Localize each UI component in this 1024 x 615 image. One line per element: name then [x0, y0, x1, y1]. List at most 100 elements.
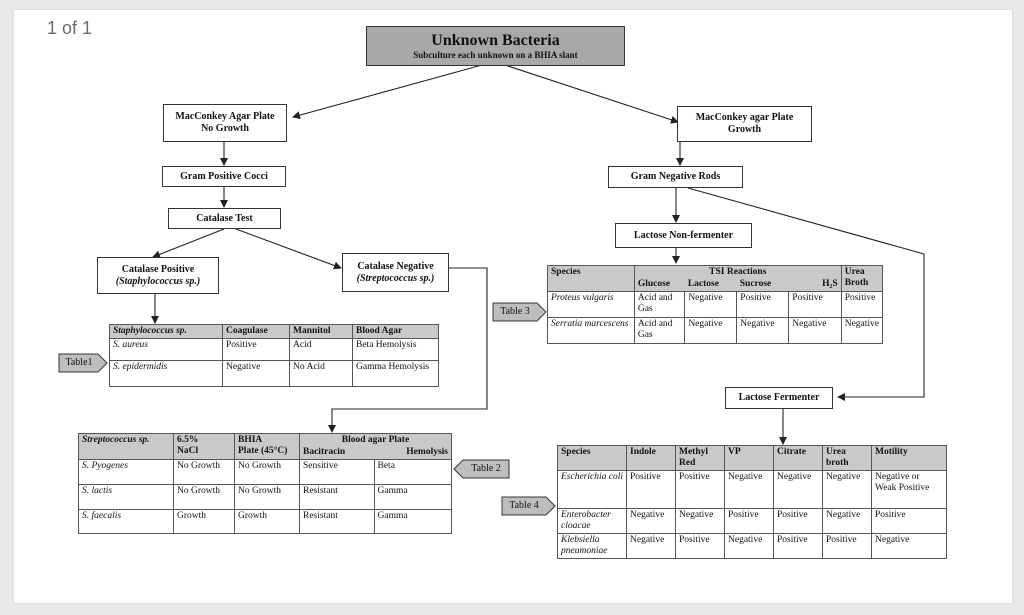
gram-positive-cocci-box: Gram Positive Cocci	[162, 166, 286, 187]
cell: Positive	[736, 291, 790, 318]
cell: Beta Hemolysis	[352, 338, 439, 361]
cell: Growth	[173, 509, 235, 534]
cell: No Growth	[173, 484, 235, 510]
gram-negative-rods-box: Gram Negative Rods	[608, 166, 743, 188]
cell: Negative	[684, 291, 738, 318]
cell: Growth	[234, 509, 300, 534]
header-cell: Motility	[871, 445, 947, 471]
table2-streptococcus: Streptococcus sp. 6.5% NaCl BHIA Plate (…	[78, 433, 452, 534]
header-cell: Citrate	[773, 445, 823, 471]
header-line: Broth	[844, 278, 869, 288]
macconkey-growth-box: MacConkey agar Plate Growth	[677, 106, 812, 142]
table-header-row: Species Indole Methyl Red VP Citrate Ure…	[557, 445, 947, 471]
table2-tag: Table 2	[471, 463, 501, 474]
cell: Positive	[840, 291, 884, 318]
catalase-positive-box: Catalase Positive (Staphylococcus sp.)	[97, 257, 219, 294]
header-cell: Lactose	[684, 278, 737, 292]
cell: No Growth	[234, 459, 300, 485]
cell: Positive	[788, 291, 842, 318]
table-row: S. lactis No Growth No Growth Resistant …	[78, 484, 452, 510]
box-line: No Growth	[201, 123, 249, 134]
cell: S. epidermidis	[109, 360, 223, 387]
lactose-nonfermenter-box: Lactose Non-fermenter	[615, 223, 752, 248]
table-row: S. epidermidis Negative No Acid Gamma He…	[109, 360, 439, 387]
table-row: Enterobacter cloacae Negative Negative P…	[557, 508, 947, 534]
cell: Negative or Weak Positive	[871, 470, 947, 509]
cell: Negative	[675, 508, 725, 534]
box-line: MacConkey Agar Plate	[175, 111, 275, 122]
table4-tag: Table 4	[509, 500, 539, 511]
header-cell: Hemolysis	[374, 446, 452, 460]
cell: Positive	[822, 533, 872, 559]
table-row: Proteus vulgaris Acid and Gas Negative P…	[547, 291, 884, 318]
cell: Gamma	[373, 509, 452, 534]
header-cell: 6.5% NaCl	[173, 433, 235, 460]
cell: Gamma Hemolysis	[352, 360, 439, 387]
cell: S. faecalis	[78, 509, 174, 534]
table3-tag: Table 3	[500, 306, 530, 317]
header-cell: Staphylococcus sp.	[109, 324, 223, 339]
table-row: S. aureus Positive Acid Beta Hemolysis	[109, 338, 439, 361]
table1-staphylococcus: Staphylococcus sp. Coagulase Mannitol Bl…	[109, 324, 439, 387]
cell: S. Pyogenes	[78, 459, 174, 485]
unknown-bacteria-box: Unknown Bacteria Subculture each unknown…	[366, 26, 625, 66]
header-cell: Methyl Red	[675, 445, 725, 471]
header-line: NaCl	[177, 446, 199, 456]
box-line: Catalase Positive	[121, 263, 195, 275]
table-row: Klebsiella pneumoniae Negative Positive …	[557, 533, 947, 559]
cell: Positive	[626, 470, 676, 509]
box-line: (Staphylococcus sp.)	[98, 276, 218, 288]
cell: Negative	[871, 533, 947, 559]
cell: Negative	[736, 317, 790, 344]
box-line: MacConkey agar Plate	[695, 112, 794, 123]
header-line: 6.5%	[177, 435, 199, 445]
header-cell: Indole	[626, 445, 676, 471]
header-cell: Bacitracin	[299, 446, 374, 460]
cell: No Growth	[173, 459, 235, 485]
cell: Acid and Gas	[633, 291, 686, 318]
cell: Negative	[822, 470, 872, 509]
table-header-row: Streptococcus sp. 6.5% NaCl BHIA Plate (…	[78, 433, 452, 460]
table-header-row: Staphylococcus sp. Coagulase Mannitol Bl…	[109, 324, 439, 339]
box-line: (Streptococcus sp.)	[343, 273, 448, 285]
cell: Positive	[222, 338, 290, 361]
header-cell: Mannitol	[289, 324, 353, 339]
table3-tsi: Species TSI Reactions Urea Broth Glucose…	[547, 265, 884, 344]
header-cell: H₂S	[788, 278, 842, 292]
table4-lactose-fermenters: Species Indole Methyl Red VP Citrate Ure…	[557, 445, 947, 559]
cell: Resistant	[299, 509, 375, 534]
cell: Gamma	[373, 484, 452, 510]
cell: Positive	[675, 470, 725, 509]
cell: Acid and Gas	[633, 317, 686, 344]
cell: Positive	[773, 508, 823, 534]
cell: Proteus vulgaris	[547, 291, 635, 318]
catalase-test-box: Catalase Test	[168, 208, 281, 229]
cell: No Acid	[289, 360, 353, 387]
cell: Escherichia coli	[557, 470, 627, 509]
header-line: BHIA	[238, 435, 263, 445]
cell: Enterobacter cloacae	[557, 508, 627, 534]
header-cell: BHIA Plate (45°C)	[234, 433, 300, 460]
lactose-fermenter-box: Lactose Fermenter	[725, 387, 833, 409]
cell: Positive	[724, 508, 774, 534]
header-cell: Species	[557, 445, 627, 471]
cell: Negative	[684, 317, 738, 344]
table-row: Escherichia coli Positive Positive Negat…	[557, 470, 947, 509]
header-line: Plate (45°C)	[238, 446, 288, 456]
cell: Negative	[788, 317, 842, 344]
cell: Negative	[822, 508, 872, 534]
header-cell: Urea broth	[822, 445, 872, 471]
root-title: Unknown Bacteria	[431, 31, 560, 49]
cell: Serratia marcescens	[547, 317, 635, 344]
cell: Sensitive	[299, 459, 375, 485]
cell: Positive	[675, 533, 725, 559]
cell: No Growth	[234, 484, 300, 510]
box-line-italic: (Streptococcus sp.)	[356, 272, 435, 284]
header-line: Urea	[844, 267, 865, 277]
macconkey-no-growth-box: MacConkey Agar Plate No Growth	[163, 104, 287, 142]
cell: Resistant	[299, 484, 375, 510]
table-row: S. Pyogenes No Growth No Growth Sensitiv…	[78, 459, 452, 485]
cell: Klebsiella pneumoniae	[557, 533, 627, 559]
box-line: Growth	[727, 124, 762, 135]
